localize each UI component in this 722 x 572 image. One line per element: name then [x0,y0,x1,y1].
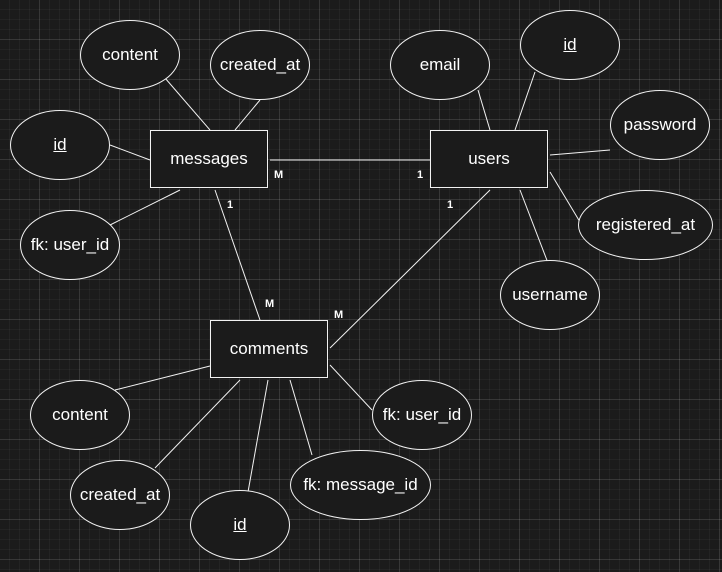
cardinality-users-comments-1: 1 [447,199,454,211]
attribute-label: email [419,55,461,74]
connector-users-email [477,89,491,131]
attribute-label: created_at [79,485,161,504]
cardinality-messages-users-1: 1 [417,169,424,181]
attribute-label: content [52,405,108,424]
attribute-label: fk: message_id [303,475,418,494]
attribute-label: id [53,135,67,154]
cardinality-messages-users-m: M [274,169,284,181]
attribute-messages-created-at[interactable]: created_at [210,30,310,100]
attribute-users-username[interactable]: username [500,260,600,330]
attribute-label: created_at [219,55,301,74]
attribute-label: id [563,35,577,54]
entity-comments[interactable]: comments [210,320,328,378]
cardinality-messages-comments-m: M [265,298,275,310]
attribute-users-id[interactable]: id [520,10,620,80]
cardinality-users-comments-m: M [334,309,344,321]
entity-messages[interactable]: messages [150,130,268,188]
connector-comments-created-at [154,379,241,469]
attribute-comments-content[interactable]: content [30,380,130,450]
attribute-comments-id[interactable]: id [190,490,290,560]
relationship-users-comments [329,189,491,349]
attribute-label: fk: user_id [30,235,110,254]
attribute-label: password [623,115,697,134]
entity-users[interactable]: users [430,130,548,188]
attribute-label: username [512,285,588,304]
connector-comments-fk-user-id [329,364,373,411]
attribute-users-password[interactable]: password [610,90,710,160]
connector-users-id [514,71,536,131]
attribute-messages-fk-user-id[interactable]: fk: user_id [20,210,120,280]
attribute-label: registered_at [595,215,696,234]
attribute-comments-fk-user-id[interactable]: fk: user_id [372,380,472,450]
attribute-label: content [102,45,158,64]
cardinality-messages-comments-1: 1 [227,199,234,211]
connector-messages-content [164,77,211,131]
entity-label: messages [170,149,248,168]
connector-messages-created-at [234,99,261,131]
connector-users-password [549,149,611,156]
connector-comments-fk-message-id [289,379,313,456]
connector-users-registered-at [549,171,581,223]
attribute-label: id [233,515,247,534]
entity-label: users [468,149,510,168]
attribute-messages-id[interactable]: id [10,110,110,180]
attribute-label: fk: user_id [382,405,462,424]
attribute-users-email[interactable]: email [390,30,490,100]
entity-label: comments [229,339,309,358]
connector-comments-id [247,379,269,493]
connector-messages-id [109,144,151,161]
attribute-comments-fk-message-id[interactable]: fk: message_id [290,450,431,520]
connector-users-username [519,189,549,264]
attribute-comments-created-at[interactable]: created_at [70,460,170,530]
attribute-messages-content[interactable]: content [80,20,180,90]
connector-messages-fk-user-id [109,189,181,226]
attribute-users-registered-at[interactable]: registered_at [578,190,713,260]
connector-comments-content [114,365,211,391]
relationship-messages-comments [214,189,261,321]
